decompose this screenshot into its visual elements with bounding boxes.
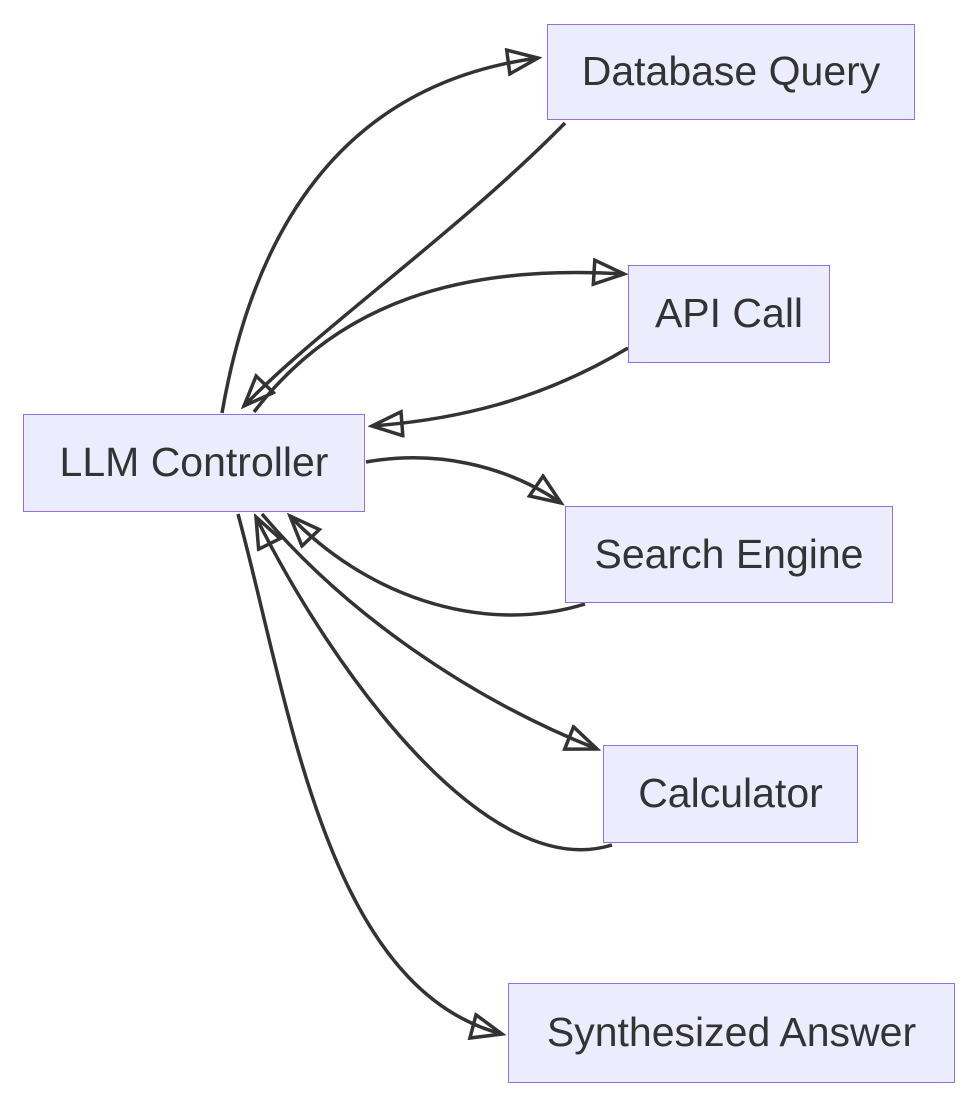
edge-database-to-llm	[244, 121, 567, 406]
node-search-engine: Search Engine	[565, 506, 893, 603]
node-api-call: API Call	[628, 265, 830, 363]
edge-calculator-to-llm	[256, 517, 613, 852]
edge-llm-to-database	[220, 58, 538, 414]
edge-llm-to-api	[252, 272, 624, 414]
node-database-query: Database Query	[547, 24, 915, 120]
node-api-call-label: API Call	[654, 290, 804, 337]
edge-llm-to-search	[365, 456, 561, 503]
node-calculator-label: Calculator	[638, 770, 823, 817]
node-llm-controller-label: LLM Controller	[59, 439, 329, 486]
node-synthesized-answer-label: Synthesized Answer	[546, 1009, 917, 1056]
node-search-engine-label: Search Engine	[594, 530, 864, 577]
node-database-query-label: Database Query	[581, 48, 881, 95]
edge-api-to-llm	[372, 346, 629, 426]
edge-search-to-llm	[290, 516, 586, 617]
node-llm-controller: LLM Controller	[23, 414, 365, 512]
edge-llm-to-answer	[236, 513, 502, 1034]
node-synthesized-answer: Synthesized Answer	[508, 983, 955, 1083]
node-calculator: Calculator	[603, 745, 858, 843]
edge-llm-to-calculator	[260, 512, 597, 749]
